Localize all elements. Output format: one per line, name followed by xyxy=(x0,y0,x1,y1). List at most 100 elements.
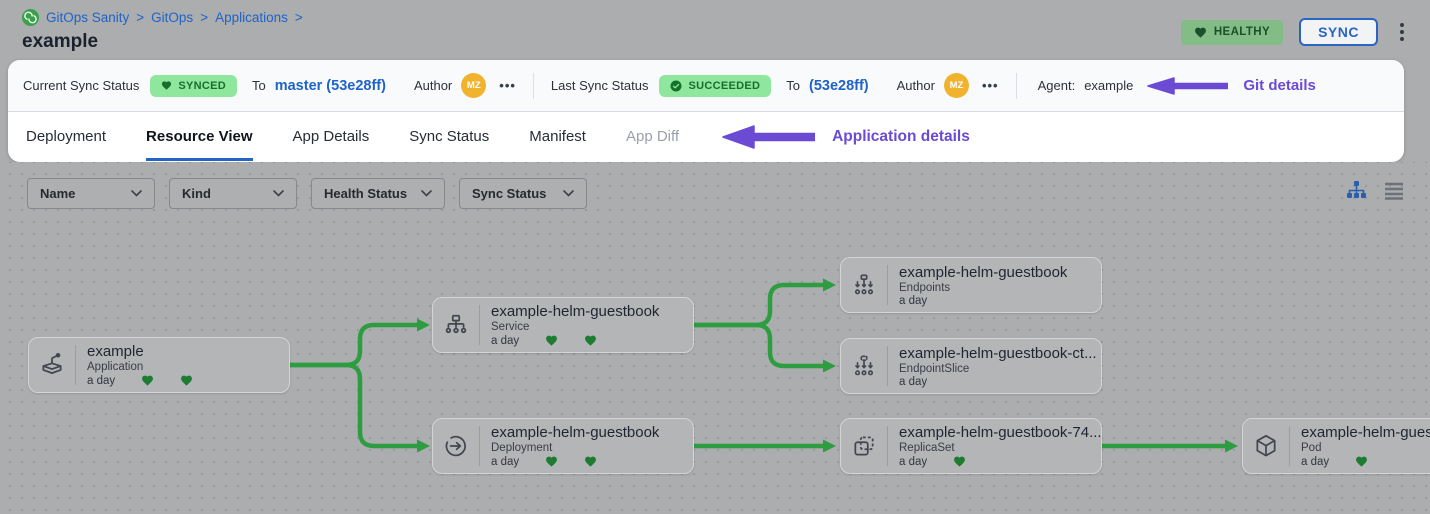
page-header: GitOps Sanity > GitOps > Applications > … xyxy=(0,0,1430,60)
pod-icon xyxy=(1243,433,1289,459)
to-label: To xyxy=(786,78,800,93)
divider xyxy=(479,426,480,466)
health-status-filter-label: Health Status xyxy=(324,186,408,201)
resource-tree-canvas[interactable]: Name Kind Health Status Sync Status xyxy=(0,162,1430,514)
resource-kind: Application xyxy=(87,361,144,373)
check-circle-icon xyxy=(670,80,682,92)
tab-deployment[interactable]: Deployment xyxy=(26,128,107,145)
author-avatar[interactable]: MZ xyxy=(943,73,969,98)
health-status-filter-dropdown[interactable]: Health Status xyxy=(311,178,445,209)
tab-manifest[interactable]: Manifest xyxy=(529,128,586,145)
deployment-icon xyxy=(433,433,479,459)
sync-status-filter-label: Sync Status xyxy=(472,186,547,201)
breadcrumb-separator: > xyxy=(294,10,303,25)
service-icon xyxy=(433,312,479,338)
resource-kind: EndpointSlice xyxy=(899,362,970,375)
left-arrow-annotation-icon xyxy=(721,124,816,150)
author-label: Author xyxy=(896,78,935,93)
tab-app-diff[interactable]: App Diff xyxy=(625,128,680,145)
node-pod[interactable]: example-helm-guest Pod a day xyxy=(1242,418,1430,474)
tab-sync-status[interactable]: Sync Status xyxy=(409,128,490,145)
divider xyxy=(887,346,888,386)
synced-badge: SYNCED xyxy=(150,74,237,97)
chevron-down-icon xyxy=(273,190,284,197)
resource-kind: Pod xyxy=(1301,442,1322,454)
health-badge-label: HEALTHY xyxy=(1213,26,1271,38)
succeeded-badge-label: SUCCEEDED xyxy=(688,79,761,92)
last-sync-status-label: Last Sync Status xyxy=(550,78,649,93)
sync-status-bar: Current Sync Status SYNCED To master (53… xyxy=(8,60,1404,112)
resource-kind: Deployment xyxy=(491,442,553,454)
endpoints-icon xyxy=(841,272,887,298)
author-avatar[interactable]: MZ xyxy=(461,73,487,98)
heart-icon xyxy=(1194,26,1207,39)
header-actions: HEALTHY SYNC xyxy=(1180,18,1410,46)
git-details-annotation: Git details xyxy=(1243,77,1316,94)
resource-age: a day xyxy=(87,374,116,387)
sync-heart-icon xyxy=(180,374,193,387)
breadcrumb-gitops[interactable]: GitOps xyxy=(151,10,194,25)
list-view-icon[interactable] xyxy=(1384,182,1404,200)
resource-kind: ReplicaSet xyxy=(899,442,955,454)
succeeded-badge: SUCCEEDED xyxy=(659,74,772,97)
resource-kind: Service xyxy=(491,321,530,333)
health-heart-icon xyxy=(545,334,558,347)
gitops-logo-icon xyxy=(22,9,39,26)
tab-app-details[interactable]: App Details xyxy=(292,128,370,145)
current-revision-link[interactable]: master (53e28ff) xyxy=(274,77,386,94)
page-title: example xyxy=(22,31,99,52)
health-heart-icon xyxy=(953,455,966,468)
resource-title: example-helm-guest xyxy=(1301,424,1430,441)
sync-status-filter-dropdown[interactable]: Sync Status xyxy=(459,178,587,209)
resource-age: a day xyxy=(899,294,928,307)
resource-title: example-helm-guestbook-ct... xyxy=(899,344,1097,362)
application-icon xyxy=(29,352,75,378)
application-details-annotation: Application details xyxy=(832,127,970,145)
divider xyxy=(887,426,888,466)
resource-title: example-helm-guestbook xyxy=(899,263,1068,281)
breadcrumb-separator: > xyxy=(136,10,145,25)
synced-badge-label: SYNCED xyxy=(178,79,226,92)
resource-title: example xyxy=(87,343,144,360)
name-filter-label: Name xyxy=(40,186,76,201)
node-endpoints[interactable]: example-helm-guestbook Endpoints a day xyxy=(840,257,1102,313)
health-heart-icon xyxy=(1355,455,1368,468)
node-application-example[interactable]: example Application a day xyxy=(28,337,290,393)
author-label: Author xyxy=(413,78,453,93)
tab-resource-view[interactable]: Resource View xyxy=(146,112,253,161)
health-heart-icon xyxy=(545,455,558,468)
replicaset-icon xyxy=(841,433,887,459)
resource-title: example-helm-guestbook xyxy=(491,303,660,320)
divider xyxy=(479,305,480,345)
to-label: To xyxy=(251,78,266,93)
last-revision-link[interactable]: (53e28ff) xyxy=(809,77,869,94)
breadcrumb-gitops-sanity[interactable]: GitOps Sanity xyxy=(46,10,130,25)
kebab-menu-icon[interactable] xyxy=(1394,19,1410,45)
left-arrow-annotation-icon xyxy=(1146,76,1229,96)
resource-age: a day xyxy=(491,455,520,468)
current-sync-status-label: Current Sync Status xyxy=(23,78,140,93)
kind-filter-dropdown[interactable]: Kind xyxy=(169,178,297,209)
agent-value: example xyxy=(1084,78,1134,93)
name-filter-dropdown[interactable]: Name xyxy=(27,178,155,209)
breadcrumb-applications[interactable]: Applications xyxy=(215,10,288,25)
node-service[interactable]: example-helm-guestbook Service a day xyxy=(432,297,694,353)
resource-age: a day xyxy=(899,455,928,468)
tree-view-icon[interactable] xyxy=(1346,180,1367,201)
node-endpointslice[interactable]: example-helm-guestbook-ct... EndpointSli… xyxy=(840,338,1102,394)
more-options[interactable]: ••• xyxy=(499,78,516,93)
node-replicaset[interactable]: example-helm-guestbook-74... ReplicaSet … xyxy=(840,418,1102,474)
node-deployment[interactable]: example-helm-guestbook Deployment a day xyxy=(432,418,694,474)
chevron-down-icon xyxy=(563,190,574,197)
resource-age: a day xyxy=(1301,455,1330,468)
view-toggle xyxy=(1346,180,1404,201)
sync-button[interactable]: SYNC xyxy=(1299,18,1378,46)
filter-bar: Name Kind Health Status Sync Status xyxy=(27,178,587,209)
resource-age: a day xyxy=(491,334,520,347)
more-options[interactable]: ••• xyxy=(981,78,999,93)
tab-bar: Deployment Resource View App Details Syn… xyxy=(8,112,1404,161)
kind-filter-label: Kind xyxy=(182,186,211,201)
breadcrumb-separator: > xyxy=(200,10,209,25)
sync-heart-icon xyxy=(584,334,597,347)
